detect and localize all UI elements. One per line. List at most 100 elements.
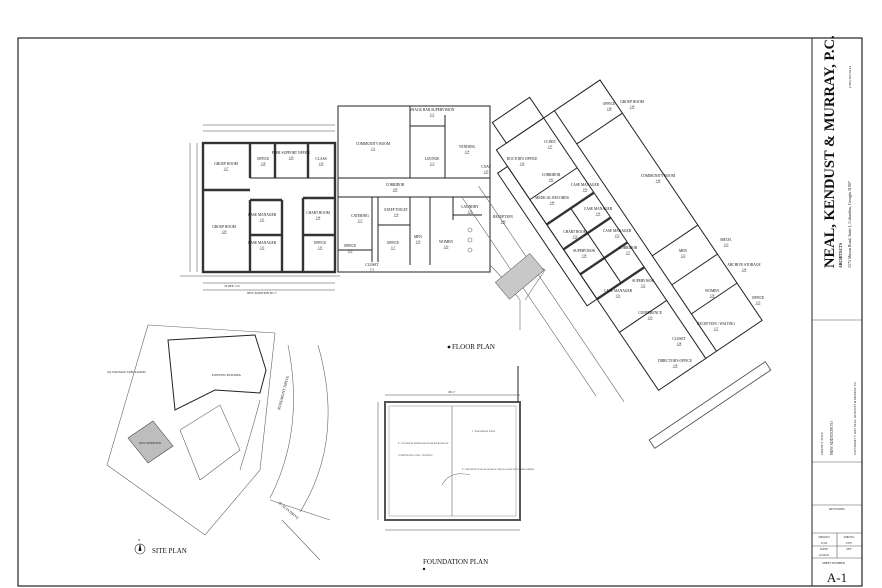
floor-plan-addition [180,124,340,291]
room-number: 128 [677,342,682,346]
floor-plan-existing [337,105,546,330]
room-label: CASE MANAGER [248,213,277,217]
room-label: CORRIDOR [619,246,638,250]
room-number: 154 [596,212,601,216]
sq-footage-tabulation: SQ. FOOTAGE TABULATION [107,370,146,374]
room-number: 113 [430,162,435,166]
title-block: NEAL, KENDUST & MURRAY, P.C. ARCHITECTS … [812,35,862,585]
room-number: 127 [224,167,229,171]
room-number: 126 [222,230,227,234]
date-label: DATE [820,547,828,551]
foundation-overall-dim: 66'-1" [448,390,456,394]
foundation-note-footing: CONTINUOUS CONC. FOOTING [398,454,433,457]
acacia-drive-label: ACACIA DRIVE [277,501,300,521]
room-label: WOMEN [705,289,719,293]
room-label: CASE MANAGER [248,241,277,245]
room-label: CLOSET [672,337,686,341]
room-label: CLASS [315,157,326,161]
room-number: 112 [430,113,435,117]
copyright: COPYRIGHT © 2001 NEAL, KENDUST & MURRAY,… [852,381,858,455]
sheet-border [17,37,863,587]
room-number: 150 [648,316,653,320]
room-label: OFFICE [603,102,616,106]
drawn-label: DRAWN [818,535,830,539]
room-number: 134 [316,216,321,220]
sheet-number: A-1 [827,570,847,585]
room-number: 117 [391,246,396,250]
north-arrow-needle [138,543,142,551]
room-label: DOCTOR'S OFFICE [507,157,538,161]
room-number: 111 [371,147,376,151]
room-number: 128 [261,162,266,166]
foundation-note-slab: 4" CONCRETE SLAB ON GRADE W/ 6X6 W1.4 WW… [462,468,535,471]
existing-building-label: EXISTING BUILDING [212,373,242,377]
room-number: 114 [465,150,470,154]
room-label: STAFF TOILET [384,208,409,212]
room-number: 119 [416,240,421,244]
room-label: SNACK BAR SUPERVISION [410,108,455,112]
room-number: 140 [656,179,661,183]
room-number: 115 [358,219,363,223]
firm-subtitle: ARCHITECTS [839,243,843,268]
room-label: CASE MANAGER [603,229,632,233]
room-label: VENDING [459,145,476,149]
room-number: 125 [756,301,761,305]
room-number: 136 [520,162,525,166]
room-number: 121 [468,210,473,214]
revisions-label: REVISIONS [829,507,845,511]
job-value: 0107 [846,541,853,545]
site-plan: EXISTING BUILDING NEW ADDITION ROSEMONT … [106,324,331,561]
room-number: 124 [742,268,747,272]
room-label: CHART ROOM [563,230,587,234]
room-number: 153 [615,234,620,238]
room-number: 152 [641,284,646,288]
sheet-label: SHEET NUMBER [822,561,845,565]
firm-name: NEAL, KENDUST & MURRAY, P.C. [822,35,838,268]
room-number: 116 [348,249,353,253]
job-label: JOB NO. [843,535,854,539]
room-label: COMMUNITY ROOM [641,174,676,178]
floor-plan-scale-marker [447,345,451,349]
room-number: 171 [370,268,375,272]
room-number: 120 [444,245,449,249]
firm-address: 1575 Mason Road, Suite 1, Columbus, Geor… [847,181,853,268]
room-label: RECEPTION [493,215,513,219]
room-number: 151 [616,294,621,298]
project-title: NEW ADDITION TO [830,421,834,455]
room-number: 127 [714,327,719,331]
site-new-addition [127,420,174,464]
room-label: CORRIDOR [386,183,405,187]
room-number: 135 [484,170,489,174]
room-label: RECEPTION / WAITING [697,322,735,326]
site-plan-title: SITE PLAN [152,547,187,555]
room-number: 157 [626,251,631,255]
room-label: CONFERENCE [638,311,662,315]
room-number: 130 [319,162,324,166]
canopy [648,361,772,449]
foundation-scale-marker [422,567,426,571]
room-number: 123 [724,243,729,247]
room-label: OFFICE [387,241,400,245]
room-label: CHART ROOM [306,211,330,215]
floor-plan-title: FLOOR PLAN [452,343,495,351]
room-number: 126 [710,294,715,298]
room-label: GROUP ROOM [214,162,239,166]
room-number: 139 [630,105,635,109]
room-label: MEN [679,249,687,253]
room-number: 135 [318,246,323,250]
foundation-note-expansion: 1" EXPANSION JOINT [472,430,496,433]
room-label: MEDICAL RECORDS [535,196,569,200]
room-label: WOMEN [439,240,453,244]
room-label: CATERING [351,214,369,218]
room-label: LAUNDRY [461,205,479,209]
room-label: OFFICE [752,296,765,300]
room-number: 143 [583,188,588,192]
room-label: OFFICE [314,241,327,245]
foundation-plan: 66'-1" 4" CONCRETE SIDEWALK POUR INTEGRA… [377,366,535,571]
room-number: 122 [681,254,686,258]
room-label: SUPERVISOR [632,279,654,283]
room-label: GROUP ROOM [212,225,237,229]
room-label: CLOSET [365,263,379,267]
